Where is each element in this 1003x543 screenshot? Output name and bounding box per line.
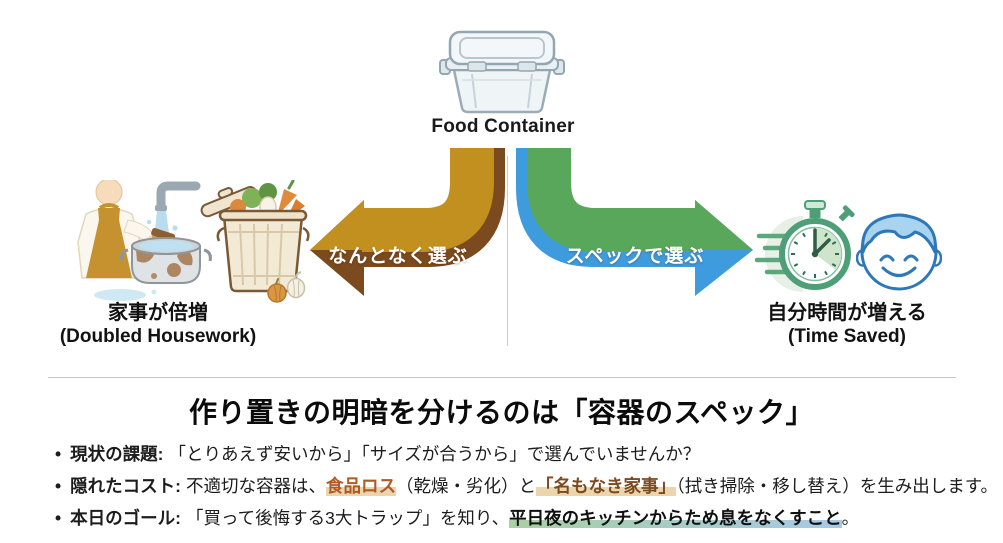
right-arrow [516, 148, 753, 296]
bullet-current-problem: • 現状の課題:「とりあえず安いから」「サイズが合うから」で選んでいませんか？ [55, 443, 985, 465]
highlight-goal: 平日夜のキッチンからため息をなくすこと [509, 508, 842, 528]
bullet-label: 隠れたコスト: [70, 476, 181, 496]
left-branch-caption: 家事が倍増 (Doubled Housework) [38, 302, 278, 348]
section-heading: 作り置きの明暗を分けるのは「容器のスペック」 [188, 397, 815, 428]
bullet-text-pre: 「買って後悔する3大トラップ」を知り、 [185, 508, 510, 528]
bullet-dot: • [55, 508, 62, 528]
happy-face-icon [856, 213, 942, 291]
highlight-food-loss: 食品ロス [325, 476, 396, 496]
stopwatch-icon [755, 200, 855, 292]
left-arrow-label: なんとなく選ぶ [328, 246, 468, 267]
left-caption-en: (Doubled Housework) [59, 325, 257, 347]
bullet-text-mid: （乾燥・劣化）と [395, 476, 536, 496]
highlight-nameless-chores: 「名もなき家事」 [535, 476, 676, 496]
bullet-text-post: 。 [841, 508, 860, 528]
washing-pot-and-vegetable-trash-illustration [77, 180, 310, 303]
bullet-dot: • [55, 476, 62, 496]
branch-divider [507, 156, 508, 346]
bullet-text-pre: 不適切な容器は、 [185, 476, 326, 496]
right-caption-ja: 自分時間が増える [767, 302, 927, 324]
bullet-dot: • [55, 444, 62, 464]
food-container-label: Food Container [431, 116, 575, 137]
right-caption-en: (Time Saved) [788, 325, 906, 347]
right-branch-caption: 自分時間が増える (Time Saved) [732, 302, 962, 348]
bullet-todays-goal: • 本日のゴール:「買って後悔する3大トラップ」を知り、平日夜のキッチンからため息… [55, 507, 985, 529]
left-caption-ja: 家事が倍増 [108, 302, 208, 324]
bullet-text: 「とりあえず安いから」「サイズが合うから」で選んでいませんか？ [168, 444, 701, 464]
bullet-text-post: （拭き掃除・移し替え）を生み出します。 [675, 476, 998, 496]
left-arrow [310, 148, 505, 296]
food-container-icon [439, 30, 565, 114]
right-arrow-label: スペックで選ぶ [565, 246, 705, 267]
bullet-label: 現状の課題: [70, 444, 164, 464]
bullet-hidden-cost: • 隠れたコスト:不適切な容器は、食品ロス（乾燥・劣化）と「名もなき家事」（拭き掃… [55, 475, 998, 497]
section-divider [48, 377, 956, 378]
bullet-list: • 現状の課題:「とりあえず安いから」「サイズが合うから」で選んでいませんか？ •… [55, 443, 998, 539]
bullet-label: 本日のゴール: [70, 508, 181, 528]
